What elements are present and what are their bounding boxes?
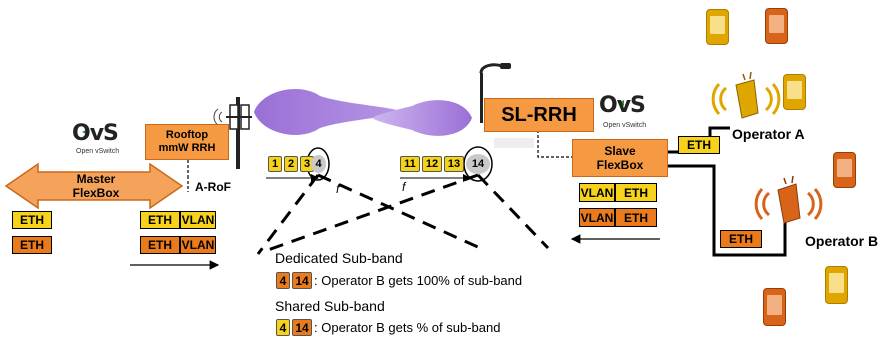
subband-14: 14	[466, 154, 490, 174]
vlan-tag-rooftop-a: VLAN	[180, 211, 216, 229]
eth-tag-left-b: ETH	[12, 236, 52, 254]
subband-13: 13	[444, 156, 464, 172]
sl-rrh-shadow	[494, 138, 534, 148]
operator-b-label: Operator B	[805, 233, 879, 249]
subband-4: 4	[311, 155, 326, 173]
subband-1: 1	[268, 156, 282, 172]
operator-a-antenna-icon	[711, 71, 781, 119]
eth-tag-operator-a: ETH	[678, 136, 720, 154]
legend-dedicated-box-14: 14	[292, 272, 312, 289]
eth-tag-left-a: ETH	[12, 211, 52, 229]
operator-b-antenna-icon	[754, 175, 823, 224]
phone-icon-opB-3	[763, 288, 786, 326]
sl-rrh-box: SL-RRH	[484, 98, 594, 132]
a-rof-label: A-RoF	[195, 180, 231, 194]
f-label-left: f	[336, 182, 340, 196]
legend-dedicated-text: : Operator B gets 100% of sub-band	[314, 273, 523, 288]
legend-dedicated-title: Dedicated Sub-band	[275, 250, 403, 266]
phone-icon-opA-3	[825, 266, 848, 304]
legend-shared-box-4: 4	[276, 319, 290, 336]
mmw-beam-left	[254, 89, 405, 135]
eth-tag-slave-a: ETH	[615, 183, 657, 202]
eth-tag-rooftop-a: ETH	[140, 211, 180, 229]
legend-shared-text: : Operator B gets % of sub-band	[314, 320, 501, 335]
rooftop-antenna-icon	[213, 97, 252, 169]
slave-opB-line	[668, 164, 787, 257]
operator-a-label: Operator A	[732, 126, 805, 142]
legend-shared-title: Shared Sub-band	[275, 298, 385, 314]
ovs-logo-left-sub: Open vSwitch	[76, 148, 120, 155]
eth-tag-operator-b: ETH	[720, 230, 762, 248]
phone-icon-opA-2	[783, 74, 806, 110]
subband-mapping-dashes	[256, 173, 550, 255]
eth-tag-slave-b: ETH	[615, 208, 657, 227]
master-flexbox-label: Master FlexBox	[72, 172, 120, 200]
phone-icon-opB-2	[833, 152, 856, 188]
legend-dedicated-box-4: 4	[276, 272, 290, 289]
mmw-beam-right	[372, 100, 472, 136]
ovs-logo-right: OvS	[599, 93, 646, 118]
phone-icon-opB-1	[765, 8, 788, 44]
subband-2: 2	[284, 156, 298, 172]
subband-11: 11	[400, 156, 420, 172]
ovs-logo-right-sub: Open vSwitch	[603, 122, 647, 129]
subband-12: 12	[422, 156, 442, 172]
rooftop-rrh-box: Rooftop mmW RRH	[145, 124, 229, 160]
ovs-logo-left: OvS	[72, 121, 119, 146]
slrrh-slave-dashed-line	[537, 130, 572, 158]
subband-14-circle	[463, 146, 493, 182]
f-label-right: f	[402, 180, 406, 194]
phone-icon-opA-1	[706, 9, 729, 45]
eth-tag-rooftop-b: ETH	[140, 236, 180, 254]
vlan-tag-slave-a: VLAN	[579, 183, 615, 202]
vlan-tag-slave-b: VLAN	[579, 208, 615, 227]
vlan-tag-rooftop-b: VLAN	[180, 236, 216, 254]
legend-shared-box-14: 14	[292, 319, 312, 336]
streetlight-icon	[479, 63, 511, 123]
master-flexbox-arrow	[4, 162, 184, 210]
slave-flexbox-box: Slave FlexBox	[572, 139, 668, 177]
